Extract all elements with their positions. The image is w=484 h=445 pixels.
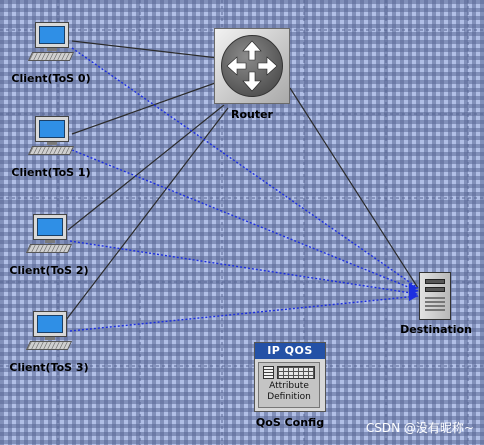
- destination-node[interactable]: Destination: [400, 272, 476, 338]
- link-client0-router: [71, 40, 219, 59]
- document-icon: [263, 366, 274, 379]
- link-client2-router: [67, 104, 225, 231]
- workstation-icon: [25, 214, 74, 256]
- flow-client3-destination: [69, 295, 419, 332]
- workstation-icon: [25, 311, 74, 353]
- router-node[interactable]: Router: [214, 28, 292, 126]
- workstation-icon: [27, 22, 76, 64]
- server-icon: [419, 272, 451, 320]
- link-client1-router: [71, 81, 219, 135]
- router-icon: [214, 28, 290, 104]
- qos-attribute-text: Attribute: [269, 381, 309, 391]
- qos-config-label: QoS Config: [255, 416, 325, 429]
- client-tos-0-node[interactable]: Client(ToS 0): [11, 22, 96, 90]
- qos-header: IP QOS: [255, 343, 325, 359]
- table-icon: [277, 366, 315, 379]
- client-tos-2-node[interactable]: Client(ToS 2): [9, 214, 94, 282]
- client-label: Client(ToS 2): [9, 264, 89, 277]
- client-label: Client(ToS 1): [11, 166, 91, 179]
- client-label: Client(ToS 3): [9, 361, 89, 374]
- link-router-destination: [289, 87, 419, 289]
- flow-client2-destination: [69, 240, 419, 295]
- watermark: CSDN @没有昵称~: [365, 421, 474, 435]
- client-tos-1-node[interactable]: Client(ToS 1): [11, 116, 96, 184]
- client-tos-3-node[interactable]: Client(ToS 3): [9, 311, 94, 379]
- qos-config-node[interactable]: IP QOS Attribute Definition QoS Config: [254, 342, 330, 434]
- client-label: Client(ToS 0): [11, 72, 91, 85]
- qos-definition-text: Definition: [267, 392, 311, 402]
- flow-client1-destination: [71, 149, 419, 292]
- flow-arrowhead: [409, 291, 418, 301]
- workstation-icon: [27, 116, 76, 158]
- destination-label: Destination: [400, 323, 472, 336]
- link-client3-router: [65, 107, 229, 321]
- qos-config-icon: IP QOS Attribute Definition: [254, 342, 326, 412]
- router-label: Router: [230, 108, 273, 121]
